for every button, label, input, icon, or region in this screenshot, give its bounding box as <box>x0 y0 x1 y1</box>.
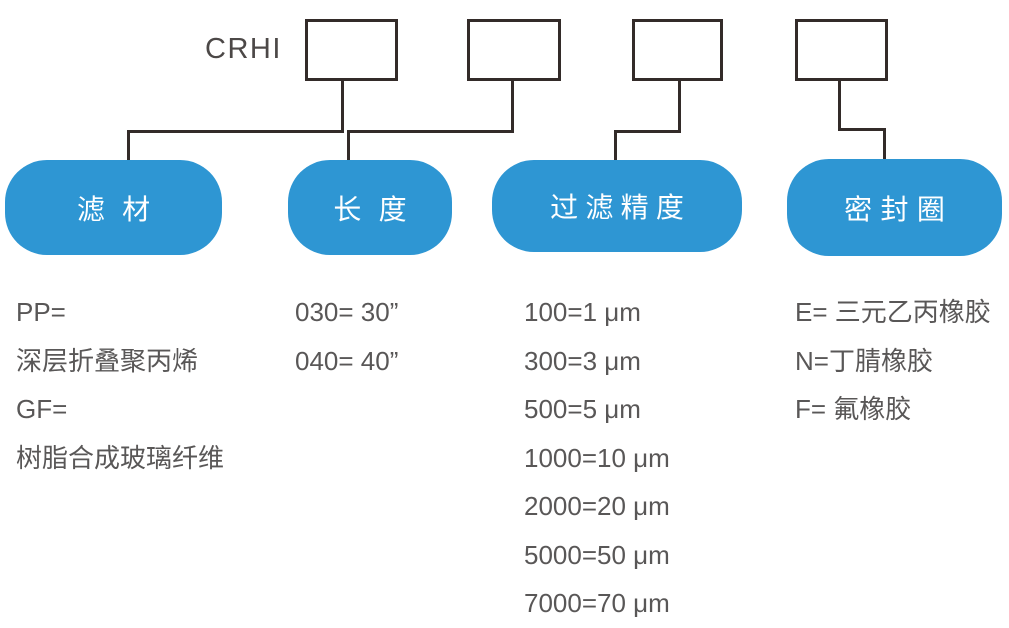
connector-segment <box>678 81 681 133</box>
connector-segment <box>883 128 886 160</box>
connector-segment <box>614 130 681 133</box>
connector-segment <box>838 128 886 131</box>
options-filter-media: PP= 深层折叠聚丙烯 GF= 树脂合成玻璃纤维 <box>16 288 224 482</box>
option-line: 030= 30” <box>295 297 399 327</box>
options-seal-ring: E= 三元乙丙橡胶 N=丁腈橡胶 F= 氟橡胶 <box>795 288 991 434</box>
option-line: 2000=20 μm <box>524 491 670 521</box>
category-pill-seal-ring: 密封圈 <box>787 159 1002 256</box>
option-line: 100=1 μm <box>524 297 641 327</box>
option-line: 300=3 μm <box>524 345 641 376</box>
connector-segment <box>127 130 344 133</box>
connector-segment <box>511 81 514 133</box>
category-pill-length: 长度 <box>288 160 452 255</box>
category-label: 长度 <box>333 193 425 225</box>
option-line: E= 三元乙丙橡胶 <box>795 297 991 327</box>
connector-segment <box>347 130 350 161</box>
category-pill-filtration-rating: 过滤精度 <box>492 160 742 252</box>
connector-segment <box>127 130 130 161</box>
option-line: N=丁腈橡胶 <box>795 345 933 376</box>
option-line: 7000=70 μm <box>524 588 670 618</box>
option-line: GF= <box>16 394 68 424</box>
category-label: 过滤精度 <box>550 192 692 223</box>
connector-segment <box>347 130 514 133</box>
model-code-prefix: CRHI <box>205 33 282 65</box>
option-line: PP= <box>16 297 66 327</box>
code-box-seal <box>795 19 888 81</box>
option-line: 深层折叠聚丙烯 <box>16 345 199 376</box>
category-label: 密封圈 <box>844 193 954 225</box>
option-line: 树脂合成玻璃纤维 <box>16 442 225 473</box>
code-box-filtration-rating <box>632 19 723 81</box>
option-line: 040= 40” <box>295 345 399 376</box>
options-length: 030= 30” 040= 40” <box>295 288 398 385</box>
options-filtration-rating: 100=1 μm 300=3 μm 500=5 μm 1000=10 μm 20… <box>524 288 670 628</box>
option-line: 1000=10 μm <box>524 442 670 473</box>
code-box-filter-media <box>305 19 398 81</box>
connector-segment <box>341 81 344 133</box>
option-line: 5000=50 μm <box>524 539 670 570</box>
connector-segment <box>838 81 841 131</box>
connector-segment <box>614 130 617 161</box>
category-pill-filter-media: 滤材 <box>5 160 222 255</box>
code-box-length <box>467 19 561 81</box>
option-line: 500=5 μm <box>524 394 641 424</box>
category-label: 滤材 <box>76 193 168 225</box>
option-line: F= 氟橡胶 <box>795 394 912 424</box>
